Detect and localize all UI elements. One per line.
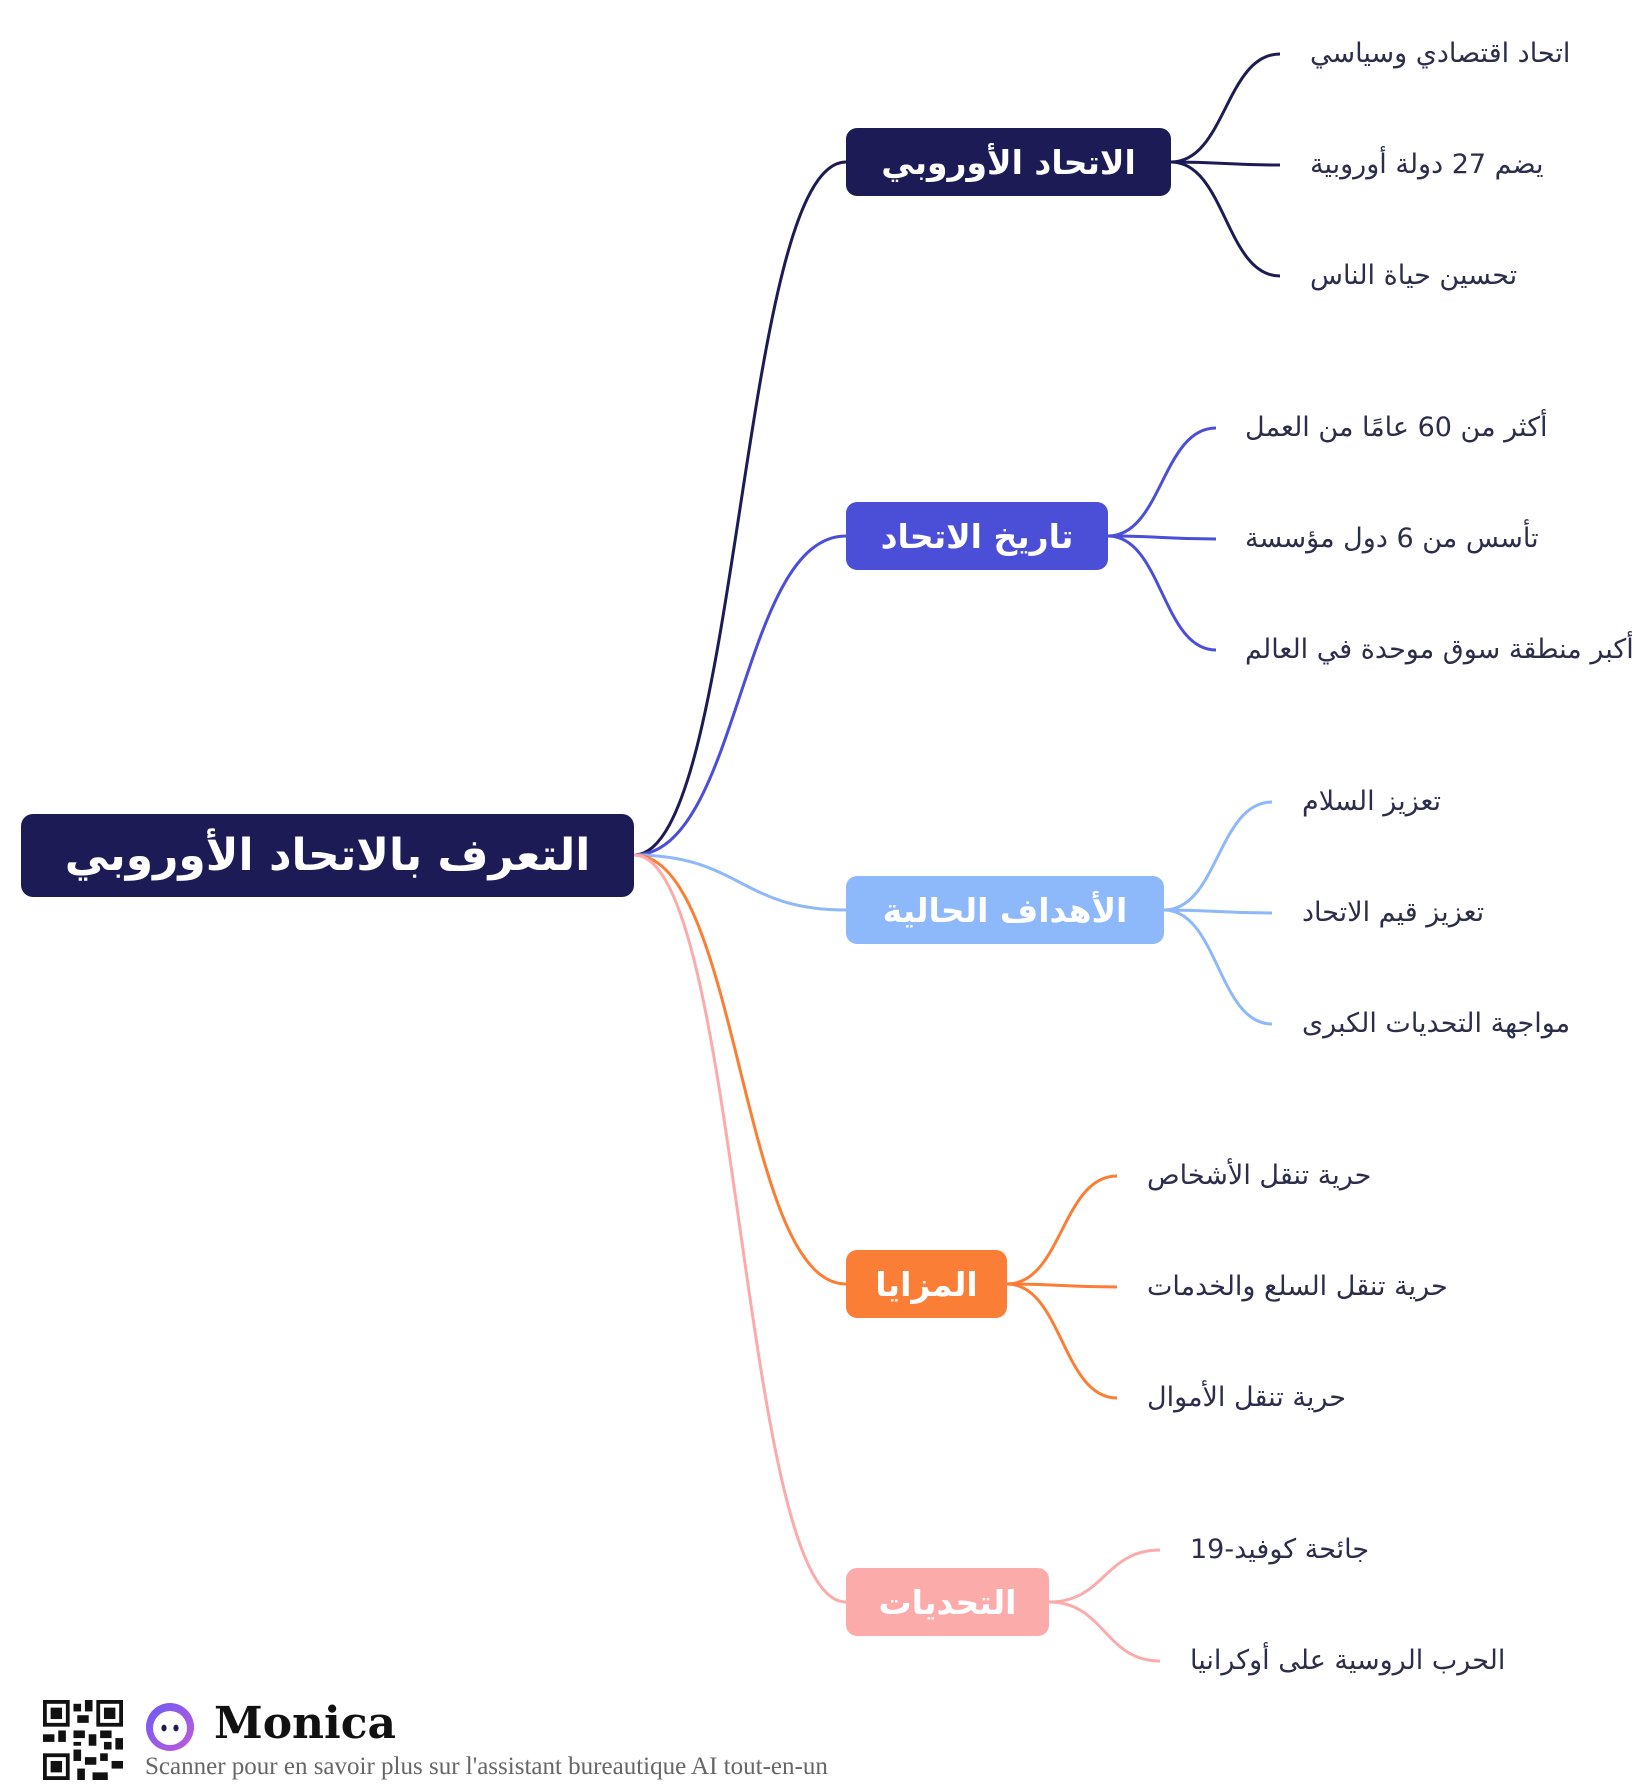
branch-node-advantages[interactable]: المزايا: [846, 1250, 1007, 1318]
leaf-item[interactable]: تعزيز قيم الاتحاد: [1302, 897, 1485, 928]
leaf-item[interactable]: حرية تنقل الأموال: [1147, 1382, 1346, 1413]
footer-brand: Monica: [214, 1698, 397, 1749]
leaf-item[interactable]: تأسس من 6 دول مؤسسة: [1245, 523, 1539, 554]
branch-label: الاتحاد الأوروبي: [881, 142, 1136, 182]
leaf-item[interactable]: الحرب الروسية على أوكرانيا: [1190, 1645, 1506, 1676]
leaf-item[interactable]: تحسين حياة الناس: [1310, 260, 1518, 291]
branch-label: التحديات: [878, 1582, 1017, 1622]
leaf-connector: [1170, 160, 1281, 167]
leaf-connector: [1048, 1600, 1161, 1663]
leaf-connector: [1170, 160, 1281, 278]
root-node[interactable]: التعرف بالاتحاد الأوروبي: [21, 814, 634, 897]
leaf-connector: [1107, 534, 1217, 541]
root-connector: [633, 534, 847, 857]
root-connector: [633, 160, 847, 857]
root-connector: [633, 853, 847, 912]
leaf-connector: [1006, 1282, 1118, 1400]
leaf-connector: [1006, 1282, 1118, 1289]
leaf-item[interactable]: تعزيز السلام: [1302, 786, 1442, 817]
branch-node-goals[interactable]: الأهداف الحالية: [846, 876, 1164, 944]
leaf-item[interactable]: حرية تنقل السلع والخدمات: [1147, 1271, 1448, 1302]
monica-logo-icon: [146, 1703, 194, 1751]
branch-label: المزايا: [875, 1264, 978, 1304]
leaf-connector: [1170, 52, 1281, 164]
branch-label: تاريخ الاتحاد: [880, 516, 1074, 556]
leaf-item[interactable]: مواجهة التحديات الكبرى: [1302, 1008, 1571, 1039]
qr-code-icon: [43, 1700, 123, 1780]
footer-tagline: Scanner pour en savoir plus sur l'assist…: [145, 1753, 828, 1780]
branch-node-challenges[interactable]: التحديات: [846, 1568, 1049, 1636]
root-connector: [633, 853, 847, 1286]
root-label: التعرف بالاتحاد الأوروبي: [64, 830, 591, 881]
branch-node-history[interactable]: تاريخ الاتحاد: [846, 502, 1108, 570]
leaf-connector: [1163, 908, 1273, 915]
leaf-item[interactable]: أكثر من 60 عامًا من العمل: [1245, 412, 1548, 443]
leaf-connector: [1163, 800, 1273, 912]
leaf-item[interactable]: حرية تنقل الأشخاص: [1147, 1160, 1372, 1191]
leaf-connector: [1048, 1548, 1161, 1604]
leaf-connector: [1107, 534, 1217, 652]
leaf-item[interactable]: يضم 27 دولة أوروبية: [1310, 149, 1544, 180]
leaf-connector: [1107, 426, 1217, 538]
leaf-item[interactable]: اتحاد اقتصادي وسياسي: [1310, 38, 1571, 69]
root-connector: [633, 853, 847, 1604]
branch-node-eu[interactable]: الاتحاد الأوروبي: [846, 128, 1171, 196]
branch-label: الأهداف الحالية: [882, 890, 1128, 930]
leaf-connector: [1006, 1174, 1118, 1286]
leaf-connector: [1163, 908, 1273, 1026]
leaf-item[interactable]: جائحة كوفيد-19: [1190, 1534, 1370, 1565]
leaf-item[interactable]: أكبر منطقة سوق موحدة في العالم: [1245, 634, 1632, 665]
